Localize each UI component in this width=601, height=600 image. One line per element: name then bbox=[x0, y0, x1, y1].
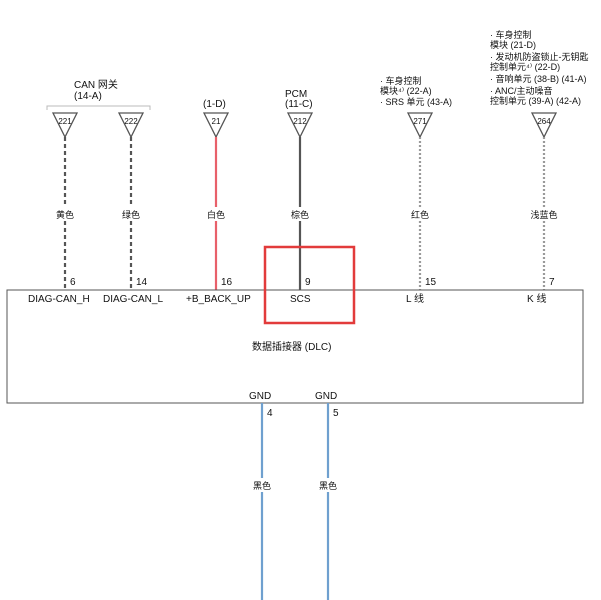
k-line-label-5: · 音响单元 (38-B) (41-A) bbox=[490, 73, 587, 84]
pin-number: 4 bbox=[267, 408, 273, 419]
k-line-label-2: 模块 (21-D) bbox=[490, 39, 536, 50]
signal-label: DIAG-CAN_L bbox=[103, 294, 163, 305]
l-line-label-2: 模块⁴⁾ (22-A) bbox=[380, 85, 432, 96]
can-label-line-1: CAN 网关 bbox=[74, 78, 118, 91]
pin-number: 9 bbox=[305, 277, 311, 288]
terminal-triangle bbox=[286, 112, 314, 139]
can-gateway-label: CAN 网关 (14-A) bbox=[46, 78, 151, 110]
connector-16: 21 白色 16 +B_BACK_UP bbox=[186, 112, 251, 305]
dlc-connector-box bbox=[6, 289, 584, 404]
k-line-label-3: · 发动机防盗锁止-无钥匙 bbox=[490, 51, 589, 62]
wire-color-label: 黑色 bbox=[253, 480, 271, 491]
wire-color-label: 白色 bbox=[207, 209, 225, 220]
k-line-source-labels: · 车身控制 模块 (21-D) · 发动机防盗锁止-无钥匙 控制单元⁴⁾ (2… bbox=[490, 29, 589, 106]
pcm-label-line-2: (11-C) bbox=[285, 99, 313, 110]
wire-label-background bbox=[314, 478, 342, 492]
wire-color-label: 棕色 bbox=[291, 209, 309, 220]
wire-label-background bbox=[526, 207, 562, 221]
pin-number: 14 bbox=[136, 277, 148, 288]
pin-number: 5 bbox=[333, 408, 339, 419]
ground-wire-5: GND 5 黑色 bbox=[314, 391, 342, 600]
signal-label: L 线 bbox=[406, 292, 424, 305]
scs-highlight-frame bbox=[263, 245, 356, 325]
pin-number: 7 bbox=[549, 277, 555, 288]
k-line-label-7: 控制单元 (39-A) (42-A) bbox=[490, 95, 581, 106]
terminal-number: 212 bbox=[293, 117, 307, 126]
terminal-number: 271 bbox=[413, 117, 427, 126]
wire-label-background bbox=[113, 207, 149, 221]
terminal-triangle bbox=[117, 112, 145, 139]
ground-label: GND bbox=[315, 391, 337, 402]
signal-label: SCS bbox=[290, 294, 311, 305]
terminal-triangle bbox=[406, 112, 434, 139]
wire-label-background bbox=[282, 207, 318, 221]
k-line-label-4: 控制单元⁴⁾ (22-D) bbox=[490, 61, 560, 72]
connector-7: 264 浅蓝色 7K 线 bbox=[526, 112, 562, 305]
ground-label: GND bbox=[249, 391, 271, 402]
wire-label-background bbox=[47, 207, 83, 221]
terminal-number: 222 bbox=[124, 117, 138, 126]
wire-label-background bbox=[402, 207, 438, 221]
wire-label-background bbox=[198, 207, 234, 221]
k-line-label-6: · ANC/主动噪音 bbox=[490, 85, 553, 96]
wire-color-label: 黑色 bbox=[319, 480, 337, 491]
pcm-label-line-1: PCM bbox=[285, 89, 307, 100]
dlc-box-label: 数据插接器 (DLC) bbox=[252, 340, 331, 353]
pin-number: 15 bbox=[425, 277, 437, 288]
ground-wires: GND 4 黑色 GND 5 黑色 bbox=[248, 391, 342, 600]
l-line-label-1: · 车身控制 bbox=[380, 75, 422, 86]
connector-15: 271 红色 15L 线 bbox=[402, 112, 438, 305]
k-line-label-1: · 车身控制 bbox=[490, 29, 532, 40]
terminal-number: 221 bbox=[58, 117, 72, 126]
terminal-triangle bbox=[51, 112, 79, 139]
can-group-bracket bbox=[46, 105, 151, 110]
pin-number: 16 bbox=[221, 277, 233, 288]
pin-number: 6 bbox=[70, 277, 76, 288]
wire-color-label: 红色 bbox=[411, 209, 429, 220]
l-line-label-3: · SRS 单元 (43-A) bbox=[380, 96, 452, 107]
terminal-triangle bbox=[202, 112, 230, 139]
wire-color-label: 浅蓝色 bbox=[530, 209, 557, 220]
can-label-line-2: (14-A) bbox=[74, 91, 102, 102]
terminal-number: 21 bbox=[212, 117, 221, 126]
terminal-triangle bbox=[530, 112, 558, 139]
signal-label: +B_BACK_UP bbox=[186, 294, 251, 305]
ground-wire-4: GND 4 黑色 bbox=[248, 391, 276, 600]
signal-label: K 线 bbox=[527, 292, 546, 305]
signal-label: DIAG-CAN_H bbox=[28, 294, 90, 305]
wire-color-label: 绿色 bbox=[122, 209, 140, 220]
wire-color-label: 黄色 bbox=[56, 209, 74, 220]
wire-label-background bbox=[248, 478, 276, 492]
terminal-number: 264 bbox=[537, 117, 551, 126]
l-line-source-labels: · 车身控制 模块⁴⁾ (22-A) · SRS 单元 (43-A) bbox=[380, 75, 452, 107]
pin16-source-label: (1-D) bbox=[203, 99, 226, 110]
